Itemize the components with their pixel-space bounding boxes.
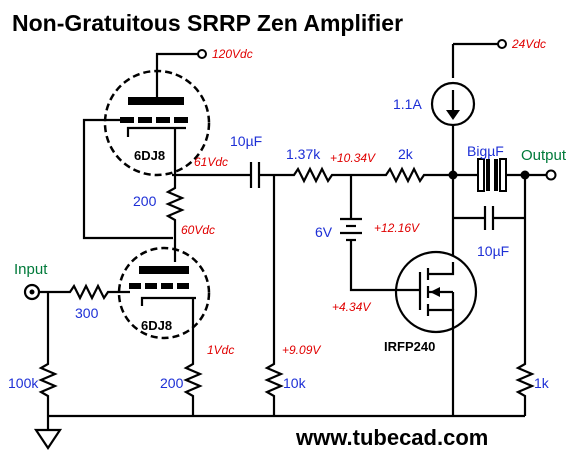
resistor-1k-label: 1k <box>534 375 550 391</box>
capacitor-output-label: BigµF <box>467 143 504 159</box>
output-label: Output <box>521 147 567 164</box>
resistor-1k <box>515 358 535 416</box>
lower-tube: 6DJ8 <box>117 246 211 340</box>
battery-label: 6V <box>315 224 333 240</box>
voltage-1216-label: +12.16V <box>374 221 420 235</box>
resistor-200-mid-label: 200 <box>133 193 157 209</box>
resistor-300-label: 300 <box>75 305 99 321</box>
website-label: www.tubecad.com <box>295 425 488 450</box>
voltage-60-label: 60Vdc <box>181 223 215 237</box>
ccs-label: 1.1A <box>393 96 422 112</box>
page-title: Non-Gratuitous SRRP Zen Amplifier <box>12 10 403 36</box>
capacitor-bypass-label: 10µF <box>477 243 509 259</box>
voltage-61-label: 61Vdc <box>194 155 228 169</box>
resistor-2k <box>382 166 452 184</box>
lower-tube-label: 6DJ8 <box>141 318 172 333</box>
voltage-909-label: +9.09V <box>282 343 321 357</box>
capacitor-output <box>477 158 507 192</box>
resistor-100k-label: 100k <box>8 375 39 391</box>
voltage-1-label: 1Vdc <box>207 343 234 357</box>
capacitor-coupling-label: 10µF <box>230 133 262 149</box>
mosfet-symbol <box>394 250 478 334</box>
resistor-200-mid <box>165 182 185 228</box>
resistor-10k <box>264 358 284 416</box>
voltage-434-label: +4.34V <box>332 300 371 314</box>
bplus-24-terminal <box>497 39 507 49</box>
input-label: Input <box>14 261 48 278</box>
resistor-1-37k-label: 1.37k <box>286 146 321 162</box>
resistor-200-cathode-label: 200 <box>160 375 184 391</box>
resistor-10k-label: 10k <box>283 375 307 391</box>
resistor-2k-label: 2k <box>398 146 414 162</box>
output-terminal <box>545 169 557 181</box>
upper-tube-label: 6DJ8 <box>134 148 165 163</box>
bplus-24-label: 24Vdc <box>511 37 546 51</box>
mosfet-label: IRFP240 <box>384 339 435 354</box>
bplus-120-terminal <box>197 49 207 59</box>
ground-icon <box>33 428 63 450</box>
bplus-120-label: 120Vdc <box>212 47 253 61</box>
resistor-200-cathode <box>183 358 203 416</box>
resistor-1-37k <box>290 166 352 184</box>
resistor-300 <box>66 283 130 301</box>
voltage-1034-label: +10.34V <box>330 151 376 165</box>
resistor-100k <box>38 358 58 416</box>
